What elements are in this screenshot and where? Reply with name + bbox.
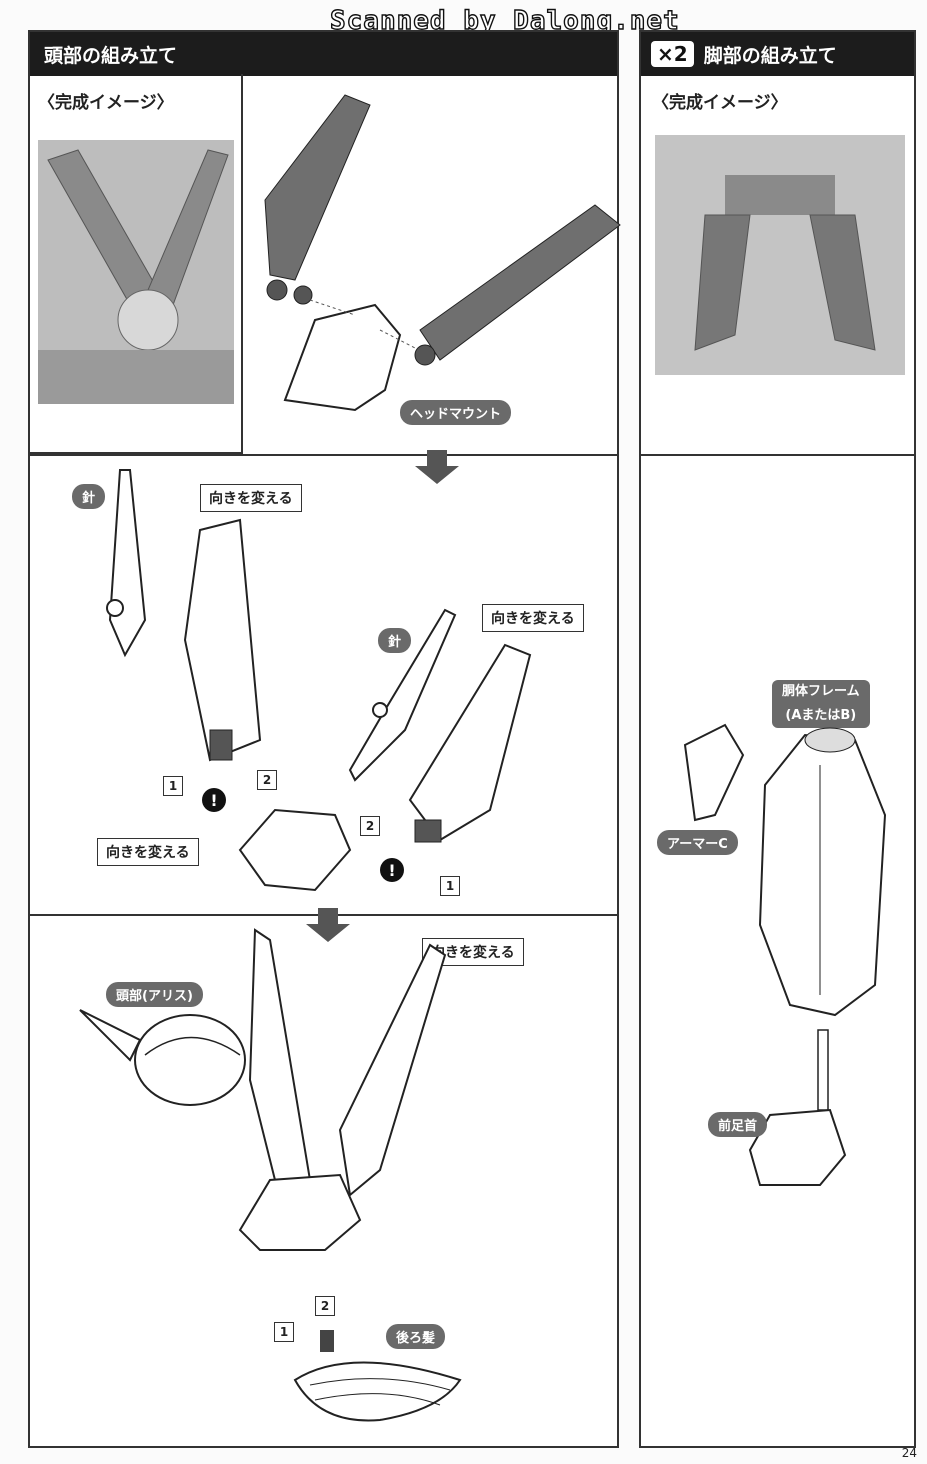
leg-armor-part — [758, 727, 887, 1017]
ear-arm-left — [183, 518, 262, 762]
legs-photo-art — [694, 175, 876, 351]
step-1a: 1 — [163, 776, 183, 796]
down-arrow-1 — [415, 450, 459, 484]
torso-frame-label: 胴体フレーム (AまたはB) — [772, 680, 870, 728]
leg-section-header: ×2 脚部の組み立て — [641, 32, 914, 76]
needle-label-1: 針 — [72, 484, 106, 509]
head-finished-photo — [38, 140, 234, 404]
head-section-header: 頭部の組み立て — [30, 32, 617, 76]
warning-b: ! — [380, 858, 404, 882]
change-direction-bubble-3: 向きを変える — [97, 838, 199, 866]
rabbit-ears-photo-art — [38, 149, 234, 404]
step-2a: 2 — [257, 770, 277, 790]
warning-a: ! — [202, 788, 226, 812]
down-arrow-2 — [306, 908, 350, 942]
step-2c: 2 — [315, 1296, 335, 1316]
head-alice-label: 頭部(アリス) — [106, 982, 203, 1007]
head-section-title: 頭部の組み立て — [44, 44, 178, 67]
front-ankle-part — [748, 1029, 847, 1186]
head-mount-center — [238, 808, 352, 892]
page-number: 24 — [901, 1446, 917, 1460]
needle-part-left — [106, 469, 147, 658]
head-finished-box — [28, 74, 243, 454]
step-2b: 2 — [360, 816, 380, 836]
head-alice-part — [79, 1009, 246, 1106]
armor-c-label: アーマーC — [657, 830, 738, 855]
change-direction-bubble-2: 向きを変える — [482, 604, 584, 632]
leg-divider — [639, 454, 916, 456]
divider-1 — [28, 454, 619, 456]
front-ankle-label: 前足首 — [708, 1112, 768, 1137]
needle-part-right — [348, 608, 457, 782]
back-hair-part — [293, 1330, 462, 1422]
torso-frame-label-line1: 胴体フレーム — [772, 680, 870, 704]
step-1b: 1 — [440, 876, 460, 896]
step-1c: 1 — [274, 1322, 294, 1342]
change-direction-bubble-1: 向きを変える — [200, 484, 302, 512]
assembled-ears — [238, 928, 447, 1251]
back-hair-label: 後ろ髪 — [386, 1324, 446, 1349]
multiplier-badge: ×2 — [651, 41, 694, 67]
head-mount-illustration — [264, 94, 621, 412]
leg-finished-label: 〈完成イメージ〉 — [652, 93, 788, 113]
armor-c-part — [683, 723, 745, 822]
leg-section-title: 脚部の組み立て — [703, 44, 837, 67]
leg-finished-photo — [655, 135, 905, 375]
ear-arm-right — [408, 643, 532, 843]
torso-frame-label-line2: (AまたはB) — [772, 704, 870, 728]
needle-label-2: 針 — [378, 628, 412, 653]
head-mount-label: ヘッドマウント — [400, 400, 512, 425]
head-finished-label: 〈完成イメージ〉 — [38, 93, 174, 113]
